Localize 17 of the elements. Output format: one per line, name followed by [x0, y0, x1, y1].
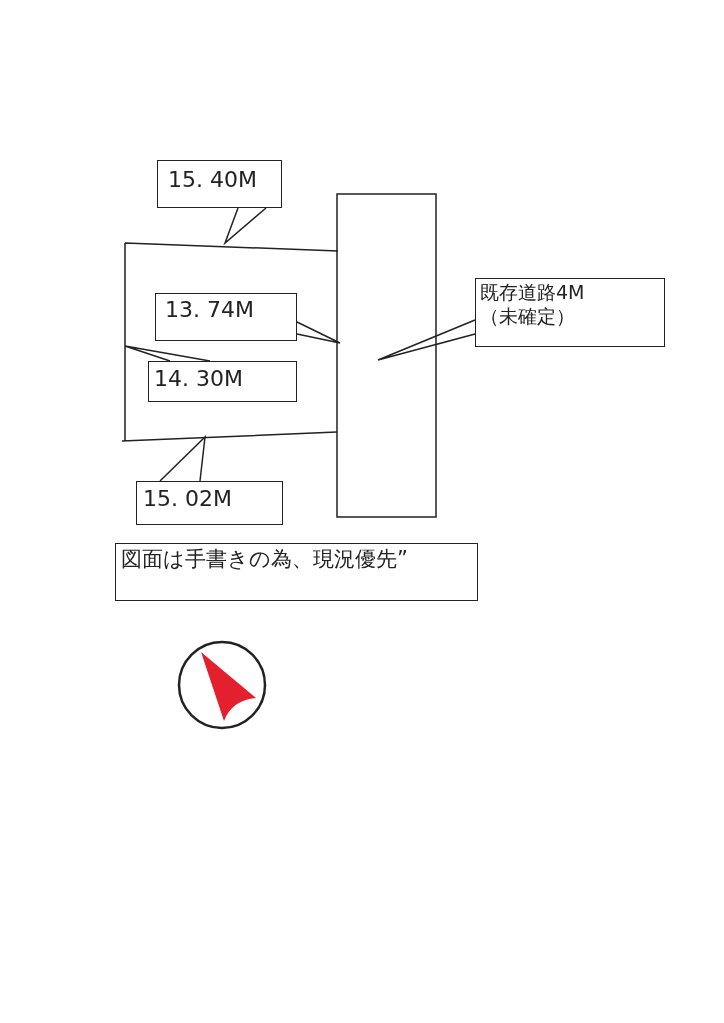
callout-box — [136, 481, 283, 525]
dimension-text: 15. 40M — [168, 167, 257, 192]
callout-box — [148, 361, 297, 402]
leader-line — [377, 319, 476, 361]
callout-box — [475, 278, 665, 347]
leader-line — [159, 435, 206, 482]
note-text: 図面は手書きの為、現況優先” — [121, 546, 408, 573]
dimension-text: 14. 30M — [154, 366, 243, 391]
dimension-text: 13. 74M — [165, 297, 254, 322]
leader-line — [124, 345, 211, 362]
callout-box — [155, 293, 297, 341]
callout-box — [157, 160, 282, 208]
road-label: 既存道路4M（未確定） — [480, 281, 586, 329]
dimension-text: 15. 02M — [143, 486, 232, 511]
leader-line — [223, 207, 267, 246]
note-box — [115, 543, 478, 601]
leader-line — [296, 321, 341, 344]
